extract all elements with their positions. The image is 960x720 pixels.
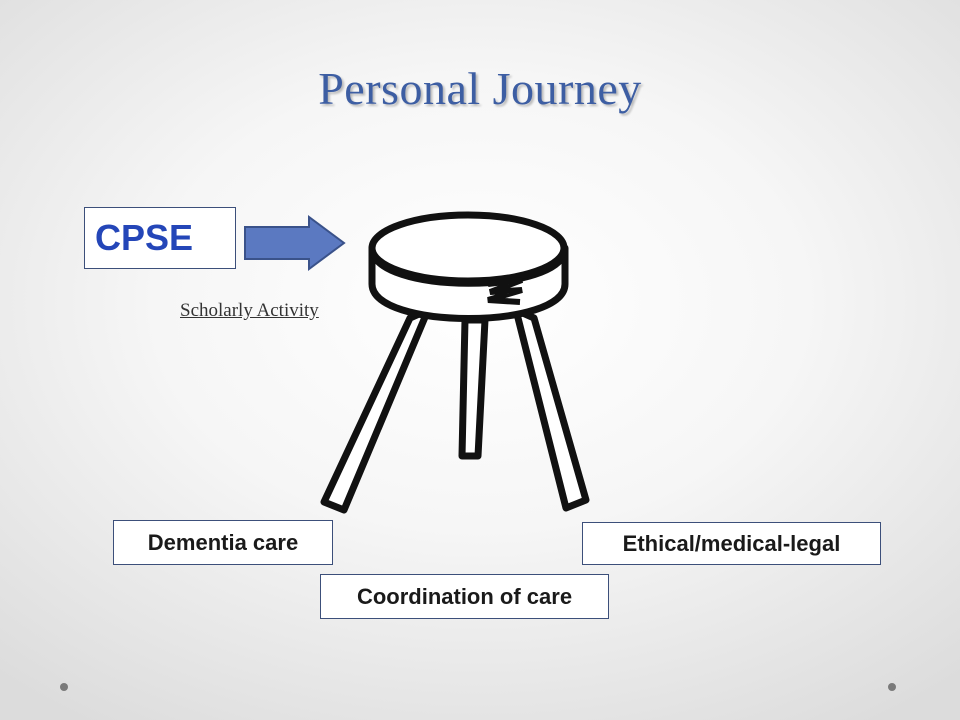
decorative-dot	[888, 683, 896, 691]
decorative-dot	[60, 683, 68, 691]
slide-title: Personal Journey	[318, 63, 642, 114]
scholarly-activity-label: Scholarly Activity	[180, 300, 319, 321]
coordination-of-care-box: Coordination of care	[320, 574, 609, 619]
dementia-care-box: Dementia care	[113, 520, 333, 565]
three-legged-stool-icon	[320, 211, 590, 514]
cpse-box: CPSE	[84, 207, 236, 269]
ethical-medical-legal-box: Ethical/medical-legal	[582, 522, 881, 565]
right-arrow-icon	[244, 215, 346, 271]
